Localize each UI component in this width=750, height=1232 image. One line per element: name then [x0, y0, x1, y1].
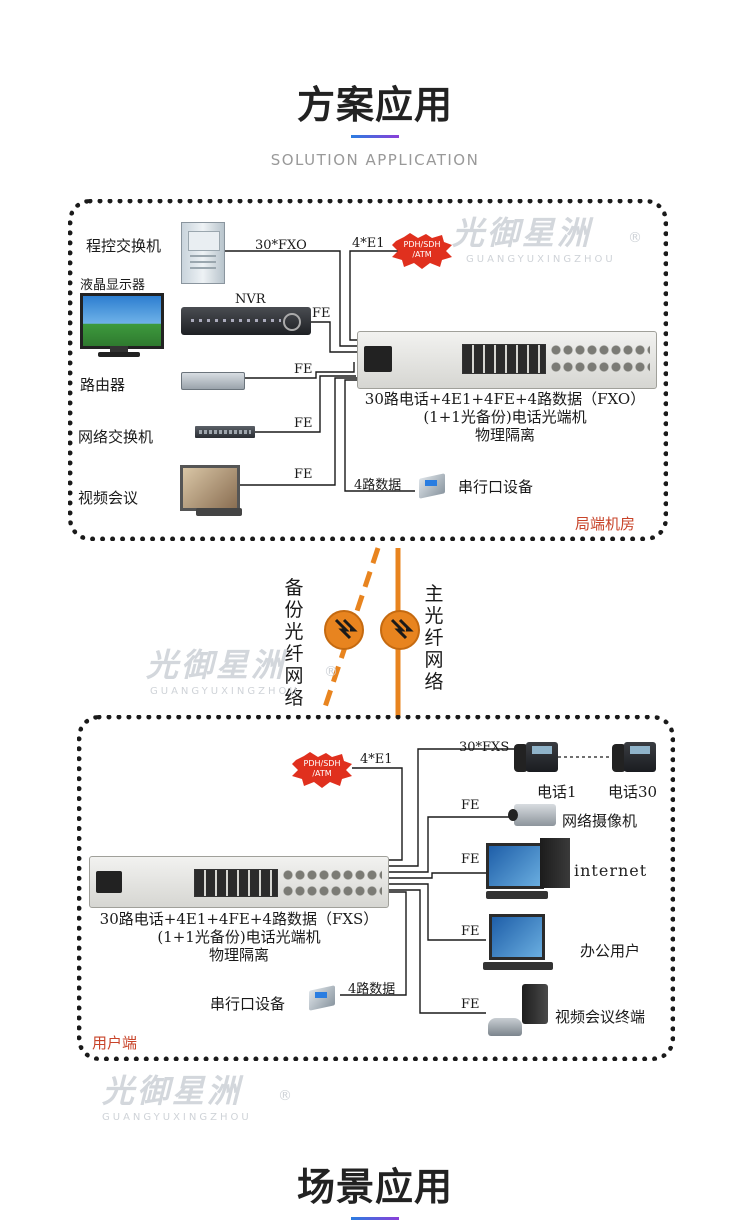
serial-label-bottom: 串行口设备	[210, 995, 286, 1013]
phone-1-label: 电话1	[537, 783, 577, 801]
fxo-caption-line-1: 30路电话+4E1+4FE+4路数据（FXO）	[364, 390, 646, 408]
video-terminal-unit-icon	[522, 984, 548, 1024]
user-side-box	[77, 715, 675, 1061]
link-4e1-top: 4*E1	[352, 236, 385, 251]
link-fe-video-terminal: FE	[461, 997, 480, 1012]
network-camera-icon	[508, 804, 556, 826]
video-terminal-label: 视频会议终端	[555, 1008, 646, 1026]
user-side-label: 用户端	[92, 1034, 138, 1052]
link-fe-office: FE	[461, 924, 480, 939]
watermark-top: 光御星洲 GUANGYUXINGZHOU	[452, 208, 616, 265]
lcd-stand-icon	[110, 346, 128, 352]
router-label: 路由器	[80, 376, 126, 394]
fxs-caption-line-2: (1+1光备份)电话光端机	[157, 928, 321, 946]
pbx-cabinet-icon	[181, 222, 225, 284]
fxo-caption-line-3: 物理隔离	[474, 426, 535, 444]
office-pc-monitor-icon	[489, 914, 545, 960]
network-switch-icon	[195, 426, 255, 438]
phone-30-icon	[612, 740, 656, 774]
serial-label-top: 串行口设备	[458, 478, 534, 496]
phone-1-icon	[514, 740, 558, 774]
link-fe-router: FE	[294, 362, 313, 377]
serial-device-icon-top	[415, 472, 449, 502]
footer-underline	[351, 1217, 399, 1220]
serial-device-icon-bottom	[305, 984, 339, 1014]
backup-fiber-arrow-icon	[324, 610, 364, 650]
watermark-pinyin: GUANGYUXINGZHOU	[466, 254, 616, 265]
video-terminal-camera-icon	[488, 1018, 522, 1036]
fxs-caption-line-3: 物理隔离	[208, 946, 269, 964]
video-conf-label: 视频会议	[78, 489, 139, 507]
link-fe-nvr: FE	[312, 306, 331, 321]
office-pc-keyboard-icon	[483, 962, 553, 970]
internet-pc-tower-icon	[540, 838, 570, 888]
footer-title: 场景应用	[296, 1165, 453, 1209]
internet-label: internet	[574, 861, 648, 880]
main-fiber-label: 主光纤网络	[424, 583, 444, 693]
fxs-terminal-caption: 30路电话+4E1+4FE+4路数据（FXS） (1+1光备份)电话光端机 物理…	[84, 910, 394, 964]
internet-pc-keyboard-icon	[486, 891, 548, 899]
watermark-bottom: 光御星洲 GUANGYUXINGZHOU	[102, 1066, 252, 1123]
link-4e1-bottom: 4*E1	[360, 752, 393, 767]
link-data-top: 4路数据	[354, 478, 402, 493]
internet-pc-monitor-icon	[486, 843, 544, 889]
link-30fxo-top: 30*FXO	[255, 238, 307, 253]
title-underline	[351, 135, 399, 138]
watermark-registered: ®	[628, 230, 642, 246]
page-subtitle: SOLUTION APPLICATION	[270, 151, 480, 169]
video-conf-monitor-icon	[180, 465, 240, 511]
watermark-brand-bottom: 光御星洲	[102, 1072, 243, 1110]
link-fe-switch: FE	[294, 416, 313, 431]
pdh-sdh-atm-cloud-icon-bottom: PDH/SDH /ATM	[292, 752, 352, 788]
fxo-optical-terminal-icon	[357, 331, 657, 389]
watermark-brand-mid: 光御星洲	[146, 646, 287, 684]
link-fe-camera: FE	[461, 798, 480, 813]
cloud-line-1: PDH/SDH	[403, 240, 441, 249]
watermark-registered-mid: ®	[324, 664, 338, 680]
main-fiber-arrow-icon	[380, 610, 420, 650]
fxs-caption-line-1: 30路电话+4E1+4FE+4路数据（FXS）	[99, 910, 379, 928]
watermark-middle: 光御星洲 GUANGYUXINGZHOU	[146, 640, 300, 697]
backup-fiber-label: 备份光纤网络	[284, 577, 304, 709]
link-fe-video: FE	[294, 467, 313, 482]
link-data-bottom: 4路数据	[348, 982, 396, 997]
link-fe-internet: FE	[461, 852, 480, 867]
watermark-pinyin-mid: GUANGYUXINGZHOU	[150, 686, 300, 697]
office-user-label: 办公用户	[580, 942, 641, 960]
fxo-terminal-caption: 30路电话+4E1+4FE+4路数据（FXO） (1+1光备份)电话光端机 物理…	[350, 390, 660, 444]
switch-label: 网络交换机	[78, 428, 154, 446]
fxo-caption-line-2: (1+1光备份)电话光端机	[423, 408, 587, 426]
cloud-bottom-line-2: /ATM	[312, 769, 332, 778]
pbx-label: 程控交换机	[86, 237, 162, 255]
watermark-pinyin-bottom: GUANGYUXINGZHOU	[102, 1112, 252, 1123]
nvr-label: NVR	[235, 292, 266, 307]
pdh-sdh-atm-cloud-icon: PDH/SDH /ATM	[392, 233, 452, 269]
cloud-bottom-line-1: PDH/SDH	[303, 759, 341, 768]
cloud-line-2: /ATM	[412, 250, 432, 259]
page-title: 方案应用	[296, 83, 453, 127]
lcd-monitor-icon	[80, 293, 164, 349]
watermark-registered-bottom: ®	[278, 1088, 292, 1104]
nvr-device-icon	[181, 307, 311, 335]
central-office-box	[68, 199, 668, 541]
lcd-base-icon	[98, 352, 140, 357]
fxs-optical-terminal-icon	[89, 856, 389, 908]
lcd-label: 液晶显示器	[80, 278, 146, 293]
central-office-label: 局端机房	[575, 515, 636, 533]
camera-label: 网络摄像机	[562, 812, 638, 830]
video-conf-keyboard-icon	[196, 508, 242, 516]
phone-30-label: 电话30	[608, 783, 658, 801]
link-30fxs: 30*FXS	[459, 740, 510, 755]
router-icon	[181, 372, 245, 390]
watermark-brand: 光御星洲	[452, 214, 593, 252]
